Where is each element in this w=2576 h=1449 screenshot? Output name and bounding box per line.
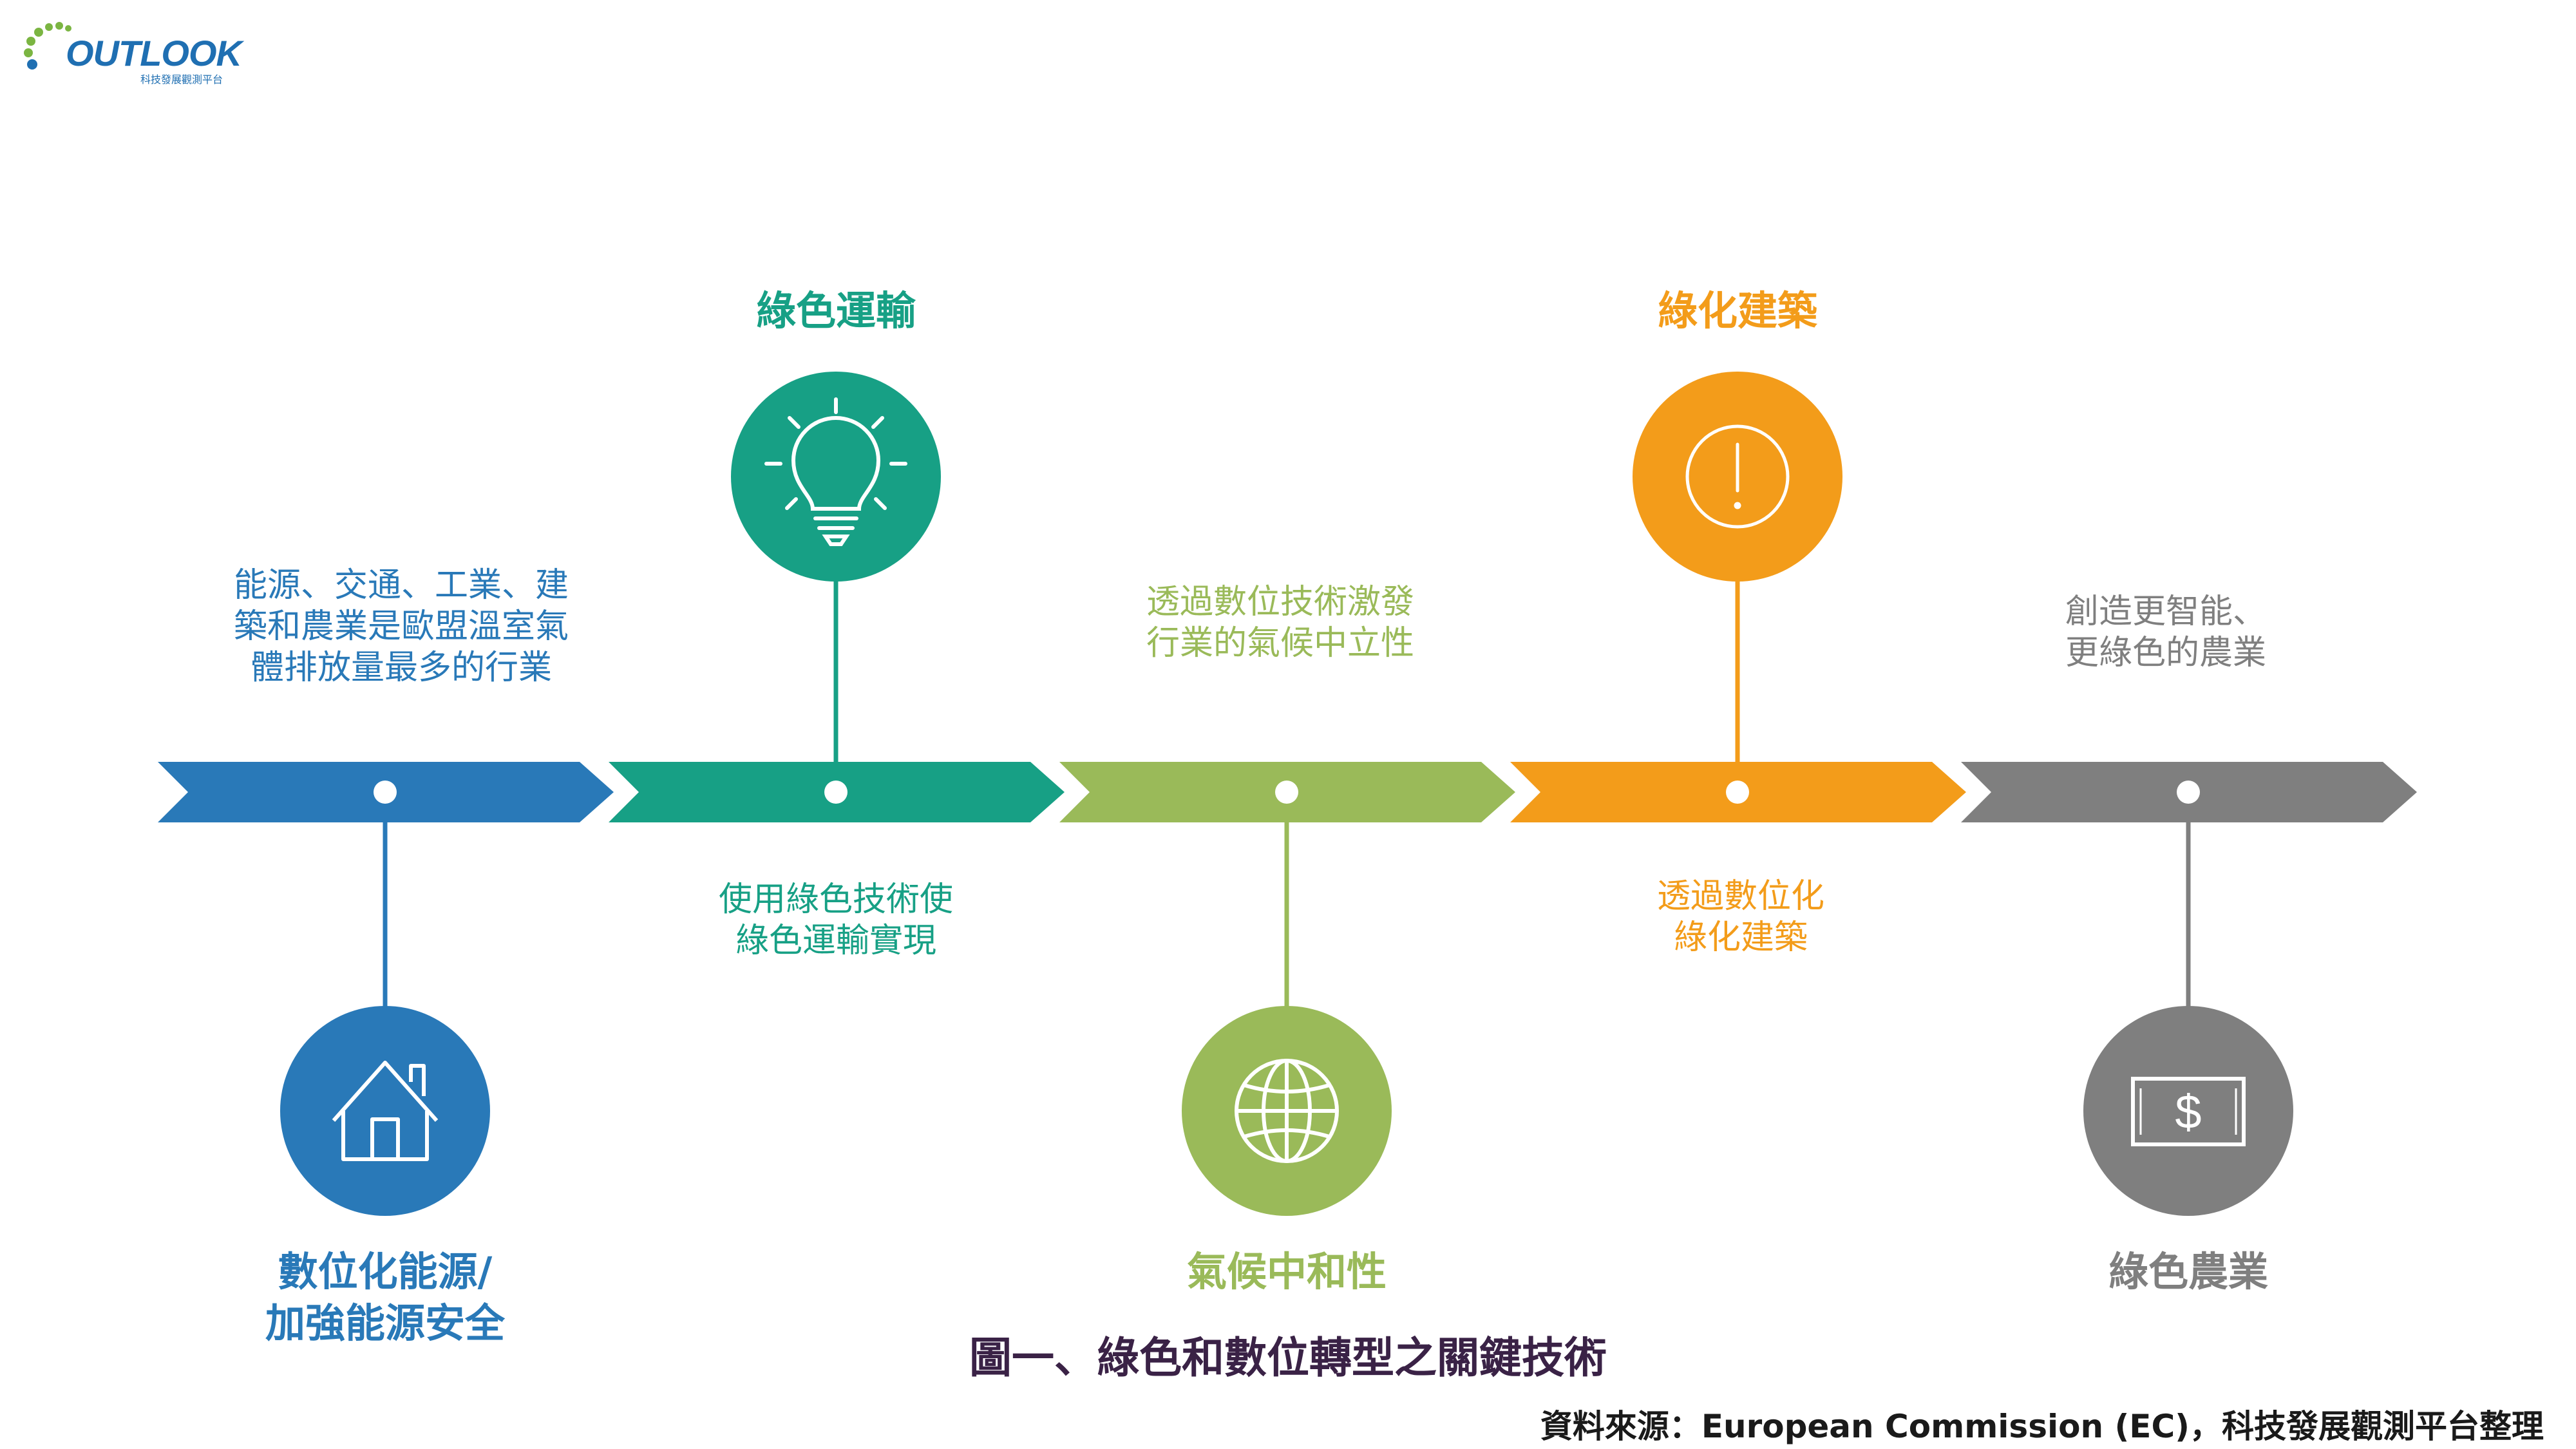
source-note: 資料來源：European Commission (EC)，科技發展觀測平台整理 — [1540, 1408, 2544, 1445]
stage-title-digital-energy: 數位化能源/ 加強能源安全 — [265, 1248, 506, 1347]
house-icon — [332, 1061, 439, 1161]
lightbulb-icon — [764, 397, 907, 546]
stage-desc-green-agriculture: 創造更智能、 更綠色的農業 — [2065, 592, 2267, 672]
stage-circle-1 — [280, 1006, 490, 1216]
dollar-sign: $ — [2175, 1085, 2201, 1139]
stage-desc-green-building: 透過數位化 綠化建築 — [1656, 877, 1825, 957]
logo-subtitle: 科技發展觀測平台 — [140, 73, 223, 86]
stage-desc-digital-energy: 能源、交通、工業、建 築和農業是歐盟溫室氣 體排放量最多的行業 — [233, 566, 569, 687]
stage-desc-climate-neutral: 透過數位技術激發 行業的氣候中立性 — [1146, 583, 1415, 663]
figure-caption: 圖一、綠色和數位轉型之關鍵技術 — [969, 1333, 1607, 1383]
globe-icon — [1235, 1059, 1339, 1163]
timeline-dot-2 — [824, 781, 848, 804]
logo-wordmark: OUTLOOK — [66, 33, 242, 73]
stage-circle-5 — [2083, 1006, 2293, 1216]
logo-dots-icon — [24, 22, 71, 70]
timeline-dot-3 — [1275, 781, 1298, 804]
stage-title-green-building: 綠化建築 — [1657, 287, 1818, 334]
timeline-dot-4 — [1726, 781, 1749, 804]
alert-icon — [1685, 424, 1790, 529]
stage-title-climate-neutral: 氣候中和性 — [1186, 1248, 1387, 1295]
dollar-bill-icon — [2131, 1077, 2246, 1146]
stage-circle-2 — [731, 372, 941, 582]
stage-desc-green-transport: 使用綠色技術使 綠色運輸實現 — [718, 880, 954, 960]
stage-title-green-transport: 綠色運輸 — [755, 287, 916, 334]
timeline-dot-5 — [2177, 781, 2200, 804]
stage-title-green-agriculture: 綠色農業 — [2108, 1248, 2269, 1295]
timeline-dot-1 — [374, 781, 397, 804]
outlook-logo: OUTLOOK 科技發展觀測平台 — [19, 14, 251, 91]
